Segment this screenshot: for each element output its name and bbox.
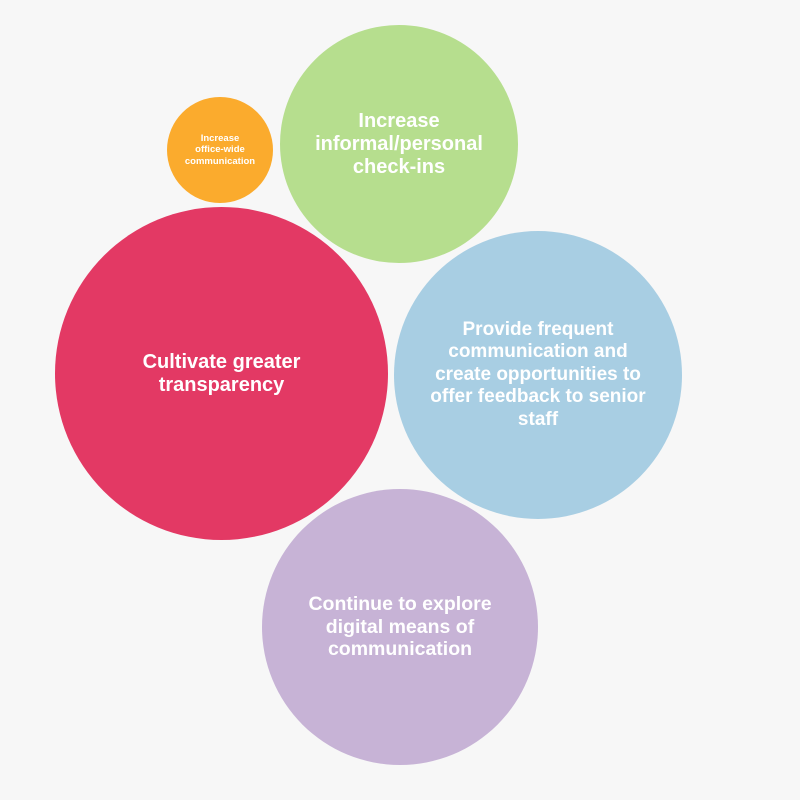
bubble-label: Continue to explore digital means of com… [308,593,492,661]
bubble-personal-check-ins: Increase informal/personal check-ins [280,25,518,263]
bubble-label: Increase informal/personal check-ins [315,109,483,178]
bubble-label: Provide frequent communication and creat… [430,318,646,430]
bubble-label: Increase office-wide communication [184,132,256,167]
bubble-greater-transparency: Cultivate greater transparency [55,207,388,540]
bubble-office-wide-communication: Increase office-wide communication [167,97,273,203]
bubble-digital-means: Continue to explore digital means of com… [262,489,538,765]
bubble-frequent-communication-feedback: Provide frequent communication and creat… [394,231,682,519]
bubble-label: Cultivate greater transparency [142,350,301,396]
